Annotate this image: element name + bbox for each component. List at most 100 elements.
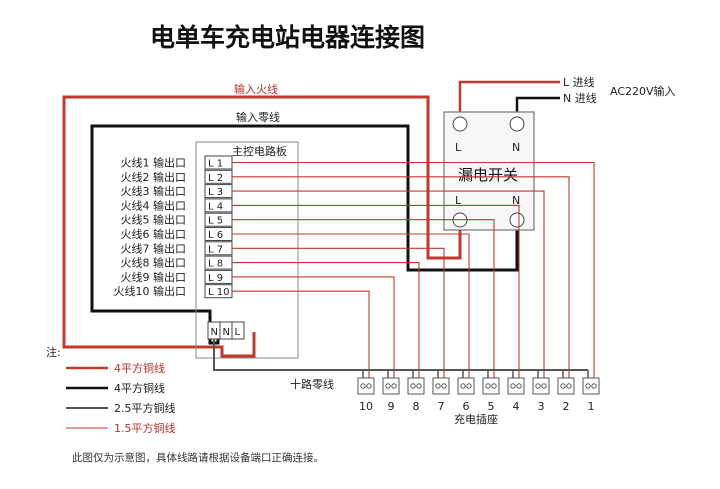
socket-number: 2 <box>563 400 570 413</box>
board-terminal-label: L 1 <box>208 159 223 170</box>
output-wire <box>232 233 470 378</box>
socket-pin <box>510 383 516 389</box>
socket-pin <box>535 383 541 389</box>
socket-pin <box>516 383 522 389</box>
socket-pin <box>460 383 466 389</box>
breaker-top-l-label: L <box>455 141 462 154</box>
socket-box <box>432 377 450 395</box>
socket-pin <box>566 383 572 389</box>
board-terminal-label: L 3 <box>208 187 223 198</box>
bottom-terminal-label: N <box>223 327 230 338</box>
socket-pin <box>416 383 422 389</box>
socket-box <box>532 377 550 395</box>
legend-label: 1.5平方铜线 <box>114 421 176 435</box>
output-wire <box>232 219 495 378</box>
diagram-title: 电单车充电站电器连接图 <box>150 23 425 52</box>
breaker-bottom-n-label: N <box>512 194 520 207</box>
socket-pin <box>385 383 391 389</box>
output-port-label: 火线5 输出口 <box>121 213 187 227</box>
board-terminal-label: L 9 <box>208 273 223 284</box>
socket-pin <box>466 383 472 389</box>
board-terminal-label: L 8 <box>208 259 223 270</box>
board-terminal-label: L 2 <box>208 173 223 184</box>
output-wire <box>232 190 545 378</box>
legend: 4平方铜线 4平方铜线 2.5平方铜线 1.5平方铜线 <box>66 361 176 435</box>
board-terminal-label: L 7 <box>208 244 223 255</box>
socket-number: 4 <box>513 400 520 413</box>
ten-neutral-label: 十路零线 <box>290 377 334 391</box>
socket-box <box>507 377 525 395</box>
socket-number: 3 <box>538 400 545 413</box>
output-port-label: 火线3 输出口 <box>121 184 187 198</box>
neutral-wire-group <box>213 339 589 378</box>
socket-box <box>582 377 600 395</box>
bottom-terminal-label: N <box>211 327 218 338</box>
live-input-label: 输入火线 <box>234 82 278 96</box>
socket-box <box>357 377 375 395</box>
socket-pin <box>410 383 416 389</box>
socket-pin <box>391 383 397 389</box>
note-title: 注: <box>46 345 61 359</box>
output-port-label: 火线6 输出口 <box>121 227 187 241</box>
socket-number: 7 <box>438 400 445 413</box>
breaker-terminal-bottom-n <box>509 212 525 228</box>
output-port-label: 火线7 输出口 <box>121 241 187 255</box>
legend-label: 2.5平方铜线 <box>114 401 176 415</box>
socket-pin <box>491 383 497 389</box>
socket-box <box>557 377 575 395</box>
socket-pin <box>541 383 547 389</box>
output-wire-group <box>232 161 595 378</box>
board-terminal-label: L 5 <box>208 216 223 227</box>
main-board-label: 主控电路板 <box>232 144 287 158</box>
breaker-terminal-top-n <box>509 116 525 132</box>
output-wire <box>232 262 420 378</box>
disclaimer-text: 此图仅为示意图，具体线路请根据设备端口正确连接。 <box>72 451 324 464</box>
socket-number: 6 <box>463 400 470 413</box>
legend-label: 4平方铜线 <box>114 381 165 395</box>
breaker-bottom-l-label: L <box>455 194 462 207</box>
socket-pin <box>485 383 491 389</box>
output-port-label: 火线8 输出口 <box>121 256 187 270</box>
socket-box <box>457 377 475 395</box>
socket-box <box>382 377 400 395</box>
output-port-label: 火线10 输出口 <box>114 284 187 298</box>
board-terminal-label: L 4 <box>208 201 223 212</box>
output-port-label: 火线2 输出口 <box>121 170 187 184</box>
socket-number: 1 <box>588 400 595 413</box>
socket-pin <box>591 383 597 389</box>
output-port-label: 火线4 输出口 <box>121 198 187 212</box>
socket-pin <box>441 383 447 389</box>
output-wire <box>232 161 595 378</box>
supply-live-wire <box>458 80 560 116</box>
board-terminal-label: L 10 <box>208 287 229 298</box>
socket-number: 9 <box>388 400 395 413</box>
supply-voltage-label: AC220V输入 <box>610 84 676 98</box>
socket-box <box>482 377 500 395</box>
supply-neutral-label: N 进线 <box>563 91 597 105</box>
supply-live-label: L 进线 <box>563 75 595 89</box>
bottom-terminal-label: L <box>235 327 241 338</box>
board-terminal-group: L 1 L 2 L 3 L 4 L 5 L 6 L 7 L 8 L 9 L 10 <box>204 155 233 299</box>
breaker-top-n-label: N <box>512 141 520 154</box>
socket-box <box>407 377 425 395</box>
output-wire <box>232 247 445 378</box>
output-wire <box>232 290 370 378</box>
breaker-terminal-top-l <box>452 116 468 132</box>
main-control-board <box>195 141 299 359</box>
neutral-bus <box>213 339 588 371</box>
output-wire <box>232 176 570 378</box>
output-wire <box>232 204 520 378</box>
socket-number: 8 <box>413 400 420 413</box>
output-wire <box>232 276 395 378</box>
output-port-label: 火线1 输出口 <box>121 156 187 170</box>
output-port-label: 火线9 输出口 <box>121 270 187 284</box>
socket-number: 10 <box>359 400 373 413</box>
sockets-label: 充电插座 <box>454 412 498 426</box>
legend-label: 4平方铜线 <box>114 361 165 375</box>
breaker-label: 漏电开关 <box>458 166 518 184</box>
board-terminal-label: L 6 <box>208 230 223 241</box>
